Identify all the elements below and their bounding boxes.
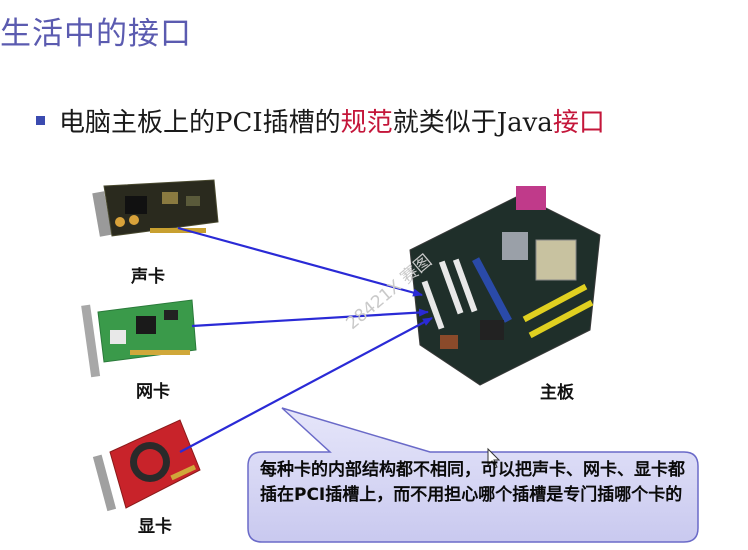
motherboard-label: 主板 [540,383,574,403]
bullet-text-middle: 就类似于Java [392,108,553,138]
network-card-label: 网卡 [136,382,170,402]
highlight-interface: 接口 [552,108,605,138]
arrow-graphics-to-motherboard [179,317,433,453]
sound-card-image [92,179,219,237]
network-card-image [81,299,197,378]
bullet-text: 电脑主板上的PCI插槽的规范就类似于Java接口 [59,102,605,139]
page-title: 生活中的接口 [0,16,192,52]
graphics-card-image [92,419,201,512]
motherboard-image [409,186,601,386]
arrow-network-to-motherboard [191,308,429,328]
arrow-sound-to-motherboard [177,226,423,297]
bullet-item: 电脑主板上的PCI插槽的规范就类似于Java接口 [36,102,605,139]
callout-text: 每种卡的内部结构都不相同，可以把声卡、网卡、显卡都插在PCI插槽上，而不用担心哪… [260,460,685,505]
sound-card-label: 声卡 [131,267,165,287]
bullet-marker [36,116,45,125]
highlight-spec: 规范 [340,108,393,138]
mouse-cursor-icon [487,447,501,469]
bullet-text-start: 电脑主板上的PCI插槽的 [59,108,341,138]
graphics-card-label: 显卡 [138,517,172,537]
callout-bubble [247,407,699,543]
